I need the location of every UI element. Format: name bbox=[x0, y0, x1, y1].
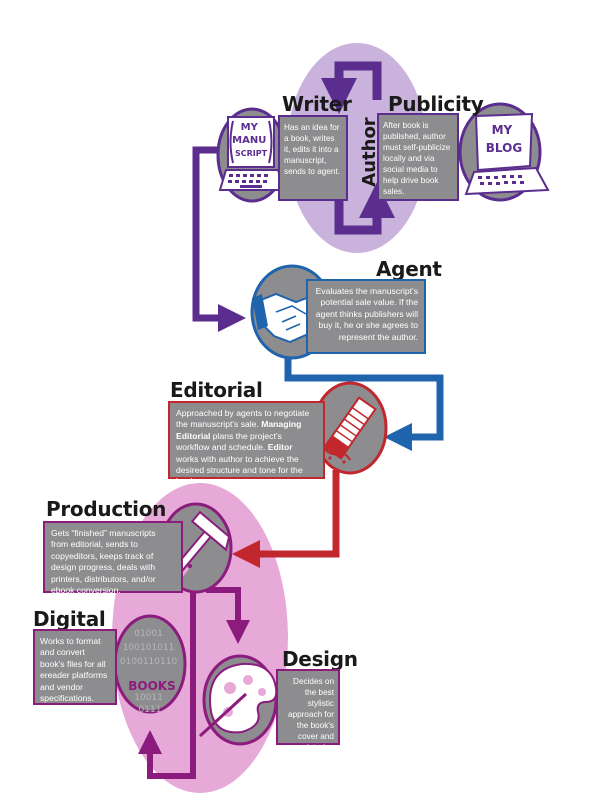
editorial-text: Approached by agents to negotiate the ma… bbox=[168, 401, 325, 486]
blog-laptop-icon: MY BLOG bbox=[458, 102, 550, 202]
publicity-text: After book is published, author must sel… bbox=[377, 113, 459, 201]
blog-label: MY BLOG bbox=[486, 123, 522, 155]
agent-text: Evaluates the manuscript's potential sal… bbox=[306, 279, 426, 354]
palette-icon bbox=[198, 654, 278, 746]
production-text: Gets “finished” manuscripts from editori… bbox=[43, 521, 183, 595]
writer-title: Writer bbox=[282, 92, 352, 116]
agent-to-editorial-arrow bbox=[284, 356, 444, 451]
author-loop-arrows bbox=[321, 61, 395, 235]
production-to-design-arrow bbox=[206, 587, 250, 644]
design-title: Design bbox=[282, 647, 358, 671]
writer-to-agent-arrow bbox=[192, 146, 246, 332]
manuscript-computer-icon: MY MANU SCRIPT bbox=[216, 107, 288, 203]
editorial-to-production-arrow bbox=[232, 470, 340, 568]
binary-books-icon: 01001 100101011 0100110110 10011 0111 BO… bbox=[113, 614, 187, 715]
eraser-pencil-icon bbox=[312, 381, 388, 475]
editorial-title: Editorial bbox=[170, 378, 263, 402]
digital-title: Digital bbox=[33, 607, 106, 631]
books-label: BOOKS bbox=[128, 679, 176, 693]
manuscript-label: MY MANU SCRIPT bbox=[232, 122, 270, 158]
production-to-digital-arrow bbox=[138, 582, 196, 779]
production-title: Production bbox=[46, 497, 167, 521]
agent-title: Agent bbox=[376, 257, 442, 281]
design-text: Decides on the best stylistic approach f… bbox=[276, 669, 340, 752]
digital-text: Works to format and convert book's files… bbox=[33, 629, 117, 705]
binary-digits: 01001 100101011 0100110110 10011 0111 bbox=[120, 629, 180, 715]
publicity-title: Publicity bbox=[388, 92, 484, 116]
writer-text: Has an idea for a book, writes it, edits… bbox=[278, 115, 348, 201]
